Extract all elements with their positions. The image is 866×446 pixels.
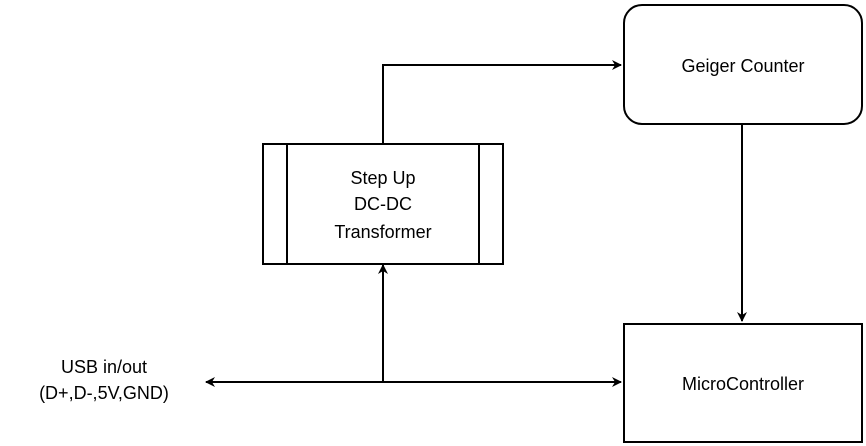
geiger-counter-label: Geiger Counter: [681, 56, 804, 76]
node-usb: USB in/out (D+,D-,5V,GND): [39, 357, 169, 403]
node-geiger-counter: Geiger Counter: [623, 4, 863, 125]
step-up-label-line-3: Transformer: [334, 222, 431, 242]
node-step-up-transformer: Step Up DC-DC Transformer: [262, 143, 504, 265]
microcontroller-label: MicroController: [682, 374, 804, 394]
step-up-label-line-2: DC-DC: [354, 194, 412, 214]
usb-label-line-1: USB in/out: [61, 357, 147, 377]
usb-label-line-2: (D+,D-,5V,GND): [39, 383, 169, 403]
edge-stepup-to-geiger: [382, 60, 622, 144]
step-up-label-line-1: Step Up: [350, 168, 415, 188]
node-microcontroller: MicroController: [623, 323, 863, 443]
